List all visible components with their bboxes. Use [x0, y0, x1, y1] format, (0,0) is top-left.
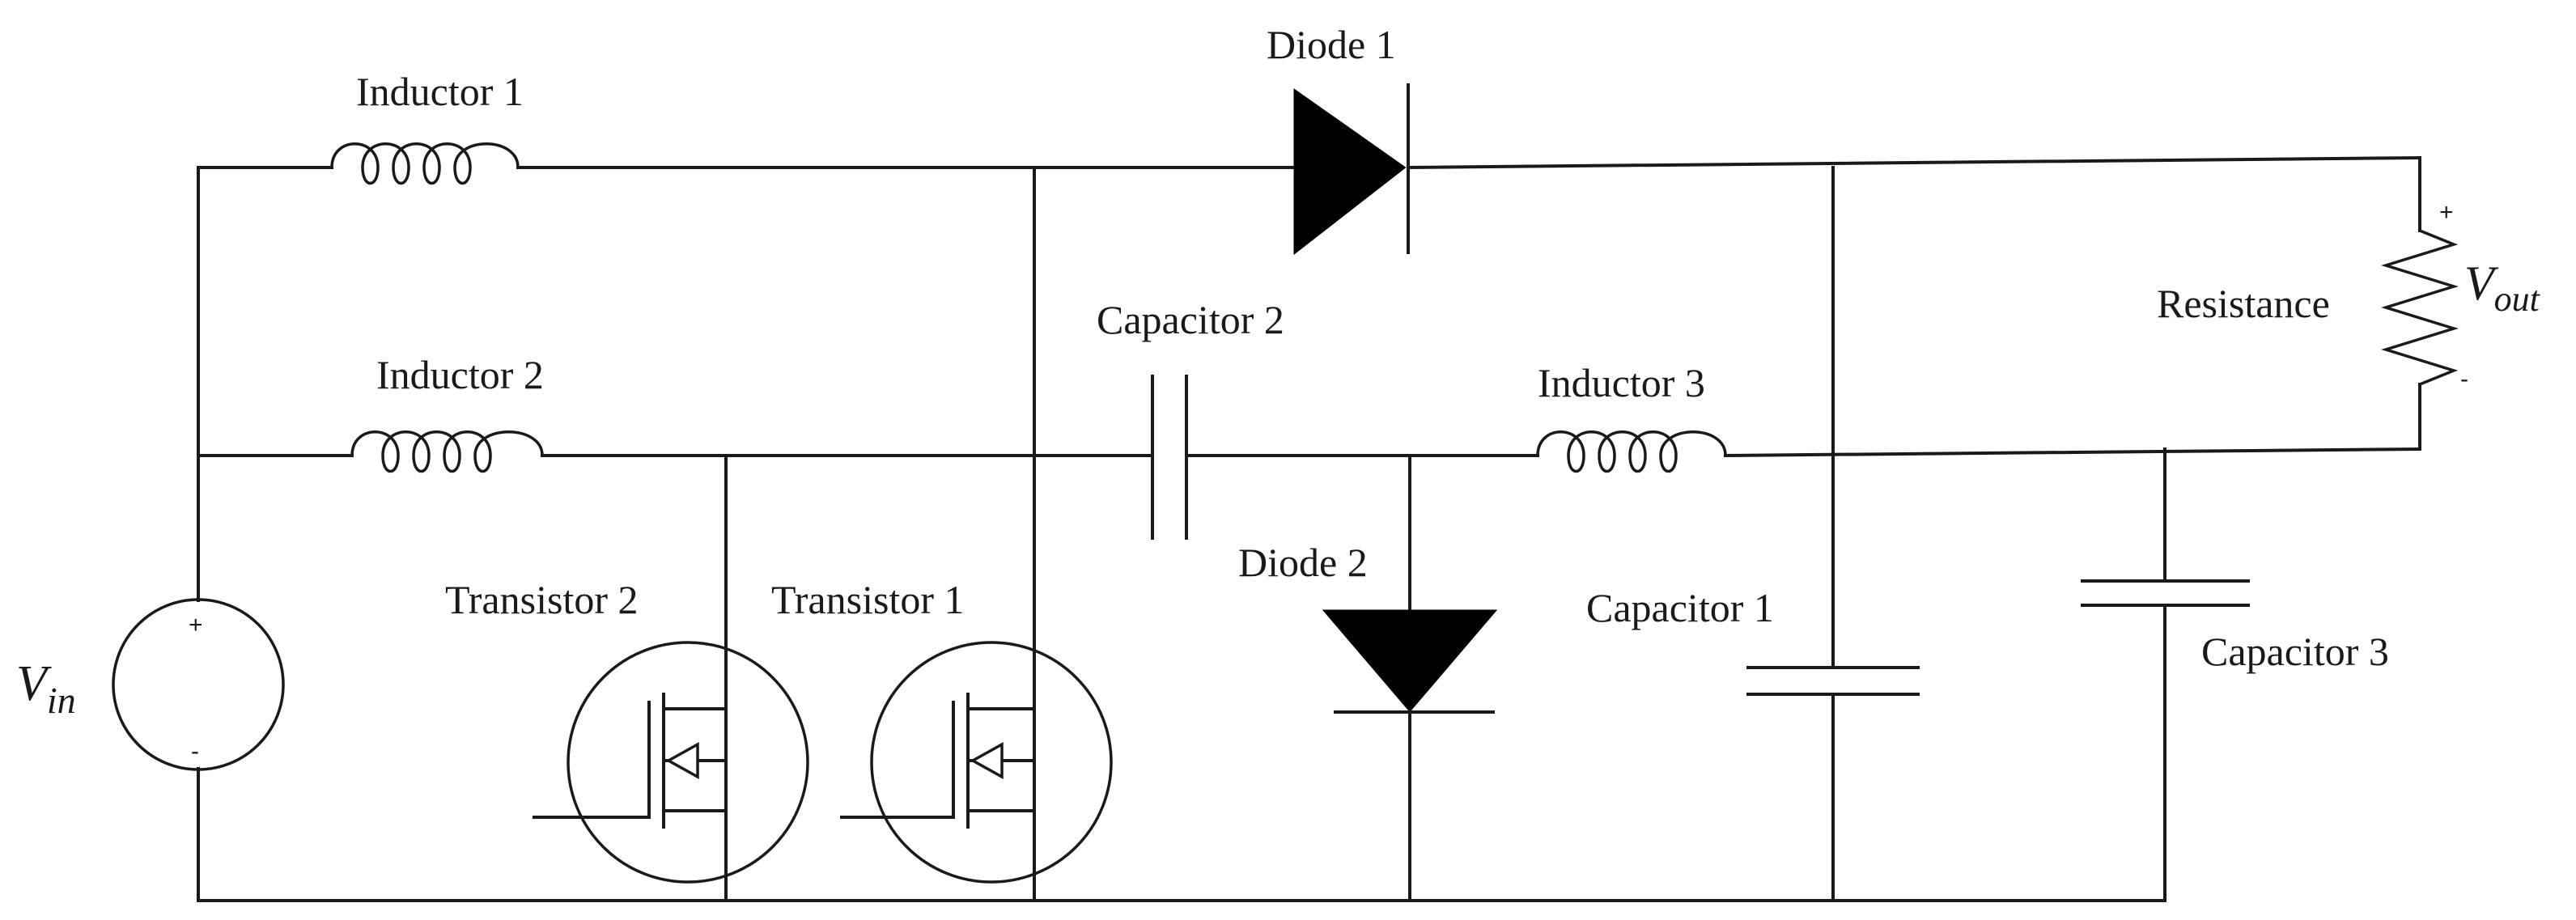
- inductor-2: Inductor 2: [350, 352, 544, 473]
- capacitor-3-label: Capacitor 3: [2201, 629, 2389, 674]
- vout-symbol: V: [2464, 256, 2499, 310]
- inductor-3: Inductor 3: [1536, 360, 1727, 473]
- transistor-2-circle: [567, 641, 809, 884]
- diode-1: Diode 1: [1267, 22, 1410, 256]
- capacitor-2-label: Capacitor 2: [1097, 297, 1284, 342]
- transistor-2: Transistor 2: [445, 454, 809, 884]
- inductor-3-coil: [1536, 430, 1727, 473]
- capacitor-3: Capacitor 3: [2081, 579, 2389, 674]
- capacitor-1: Capacitor 1: [1586, 585, 1920, 696]
- transistor-2-arrow: [665, 742, 699, 779]
- resistor-zigzag: [2381, 229, 2459, 386]
- voltage-source-circle: [112, 598, 285, 771]
- vin-subscript: in: [47, 680, 76, 721]
- vin-label: Vin: [16, 656, 76, 721]
- inductor-1-coil: [330, 142, 520, 185]
- wire-mid-right: [1723, 447, 2422, 458]
- wire-top-right: [1406, 155, 2422, 170]
- transistor-1-arrow: [970, 742, 1004, 779]
- inductor-1-label: Inductor 1: [356, 69, 524, 114]
- resistor-label: Resistance: [2157, 281, 2330, 326]
- wires: [197, 155, 2422, 902]
- resistor: Resistance + - Vout: [2157, 199, 2541, 392]
- vin-symbol: V: [16, 656, 52, 711]
- vin-minus-sign: -: [191, 738, 199, 765]
- inductor-2-coil: [350, 430, 544, 473]
- transistor-2-label: Transistor 2: [445, 577, 638, 622]
- capacitor-2: Capacitor 2: [1097, 297, 1284, 540]
- capacitor-1-label: Capacitor 1: [1586, 585, 1774, 630]
- inductor-1: Inductor 1: [330, 69, 524, 185]
- transistor-1: Transistor 1: [771, 577, 1113, 884]
- vout-subscript: out: [2494, 279, 2541, 319]
- inductor-2-label: Inductor 2: [376, 352, 544, 397]
- vout-minus-sign: -: [2460, 366, 2468, 392]
- diode-1-triangle: [1293, 88, 1407, 256]
- vout-label: Vout: [2464, 256, 2541, 319]
- transistor-1-label: Transistor 1: [771, 577, 964, 622]
- diode-1-label: Diode 1: [1267, 22, 1396, 67]
- inductor-3-label: Inductor 3: [1538, 360, 1705, 405]
- transistor-1-circle: [870, 641, 1113, 884]
- diode-2-label: Diode 2: [1238, 540, 1368, 585]
- vin-plus-sign: +: [189, 612, 203, 638]
- voltage-source: + - Vin: [16, 598, 285, 771]
- diode-2-triangle: [1322, 609, 1498, 713]
- diode-2: Diode 2: [1238, 540, 1498, 714]
- vout-plus-sign: +: [2439, 199, 2454, 226]
